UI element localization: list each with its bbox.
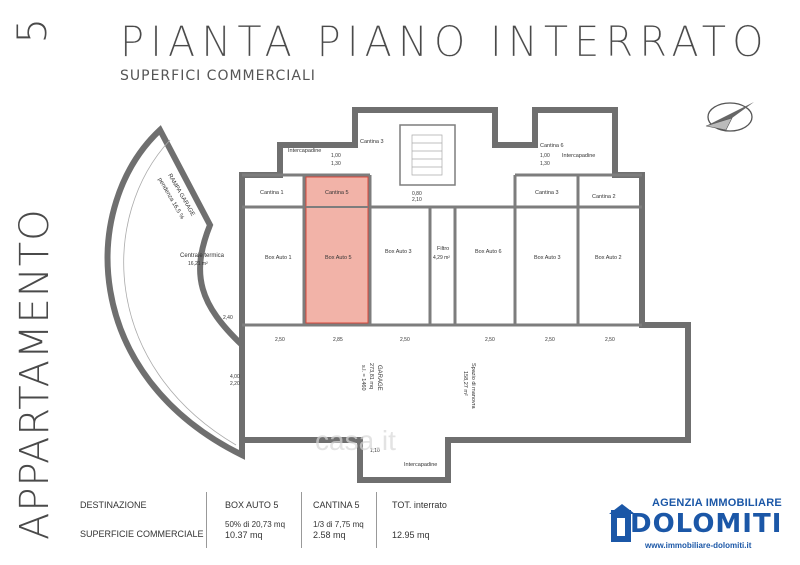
room-box-1: Box Auto 1 [265,255,292,261]
spazio-area: 158,27 m² [462,371,468,396]
dim-label: 2,50 [545,337,555,343]
box-auto-5-calc: 50% di 20,73 mq [225,520,286,529]
box-auto-5-highlight[interactable] [305,176,369,324]
garage-sl: s.l. = 1460 [360,365,366,391]
summary-table: DESTINAZIONE SUPERFICIE COMMERCIALE BOX … [75,492,585,552]
room-box-6: Box Auto 6 [475,249,502,255]
spazio-label: Spazio di manovra [470,363,476,409]
page-subtitle: SUPERFICI COMMERCIALI [120,68,316,84]
dim-label: 1,00 [331,153,341,159]
room-cantina-6: Cantina 6 [540,143,564,149]
vertical-title: 5 APPARTAMENTO [10,18,58,540]
side-number: 5 [10,18,56,43]
logo-url[interactable]: www.immobiliare-dolomiti.it [645,541,752,550]
totale-value: 12.95 mq [392,530,430,540]
dim-label: 0,80 [412,191,422,197]
dim-label: 2,85 [333,337,343,343]
floor-plan: RAMPA GARAGE pendenza 16,5 % Centrale te… [104,107,691,483]
room-box-5: Box Auto 5 [325,255,352,261]
dim-label: 2,40 [223,315,233,321]
cantina-5-calc: 1/3 di 7,75 mq [313,520,364,529]
garage-label: GARAGE [376,365,382,391]
room-intercapedine-right: Intercapadine [562,153,595,159]
room-filtro: Filtro [437,246,449,252]
superficie-label: SUPERFICIE COMMERCIALE [80,529,204,539]
room-cantina-2: Cantina 2 [592,194,616,200]
room-centrale-area: 16,21 m² [188,261,208,267]
watermark: casa.it [315,425,396,456]
room-filtro-area: 4,29 m² [433,255,450,261]
room-box-3-left: Box Auto 3 [385,249,412,255]
room-cantina-3-top: Cantina 3 [360,139,384,145]
box-auto-5-title: BOX AUTO 5 [225,500,279,510]
room-box-2: Box Auto 2 [595,255,622,261]
logo-line2: DOLOMITI [630,509,783,539]
destinazione-label: DESTINAZIONE [80,500,147,510]
dim-label: 2,20 [230,381,240,387]
dim-label: 2,50 [275,337,285,343]
dim-label: 2,50 [485,337,495,343]
dim-label: 1,30 [331,161,341,167]
logo-line1: AGENZIA IMMOBILIARE [652,497,782,509]
header: PIANTA PIANO INTERRATO SUPERFICI COMMERC… [120,18,770,84]
agency-logo[interactable]: AGENZIA IMMOBILIARE DOLOMITI www.immobil… [607,496,787,552]
room-intercapedine-left: Intercapadine [288,148,321,154]
room-cantina-3-right: Cantina 3 [535,190,559,196]
cantina-5-value: 2.58 mq [313,530,346,540]
room-intercapedine-bottom: Intercapadine [404,462,437,468]
totale-title: TOT. interrato [392,500,447,510]
dim-label: 2,50 [605,337,615,343]
side-title: APPARTAMENTO [12,208,58,540]
room-centrale-termica: Centrale termica [180,253,225,259]
dim-label: 1,30 [540,161,550,167]
dim-label: 1,10 [370,448,380,454]
dim-label: 4,00 [230,374,240,380]
dim-label: 1,00 [540,153,550,159]
ramp [104,125,245,460]
room-box-3-right: Box Auto 3 [534,255,561,261]
dim-label: 2,10 [412,197,422,203]
cantina-5-title: CANTINA 5 [313,500,360,510]
room-cantina-5: Cantina 5 [325,190,349,196]
north-arrow-icon [705,102,754,132]
house-logo-icon [609,504,635,542]
box-auto-5-value: 10.37 mq [225,530,263,540]
page-title: PIANTA PIANO INTERRATO [120,18,770,67]
room-cantina-1: Cantina 1 [260,190,284,196]
dim-label: 2,50 [400,337,410,343]
garage-area: 273,81 mq [368,363,374,389]
